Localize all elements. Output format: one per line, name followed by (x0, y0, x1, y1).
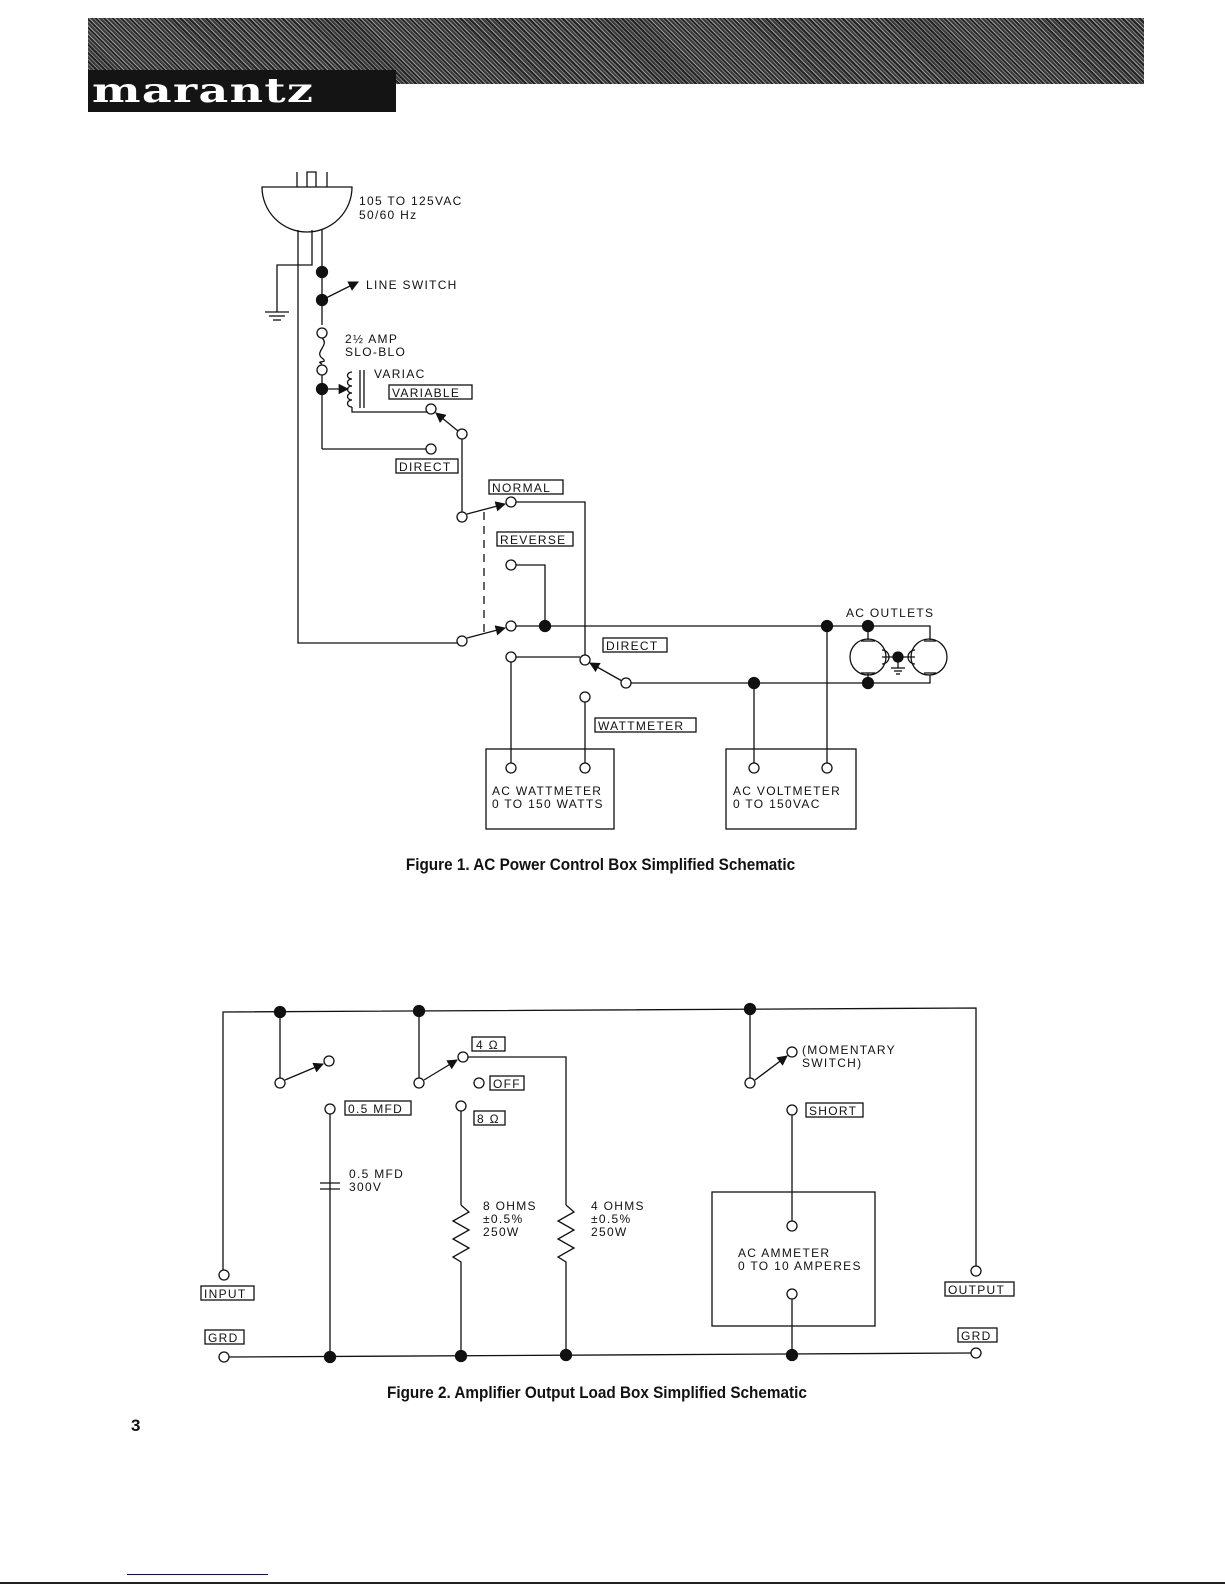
brand-logo: marantz (92, 71, 315, 111)
voltmeter-title: AC VOLTMETER (733, 784, 841, 798)
direct2-label: DIRECT (606, 639, 658, 653)
figure-2-caption: Figure 2. Amplifier Output Load Box Simp… (387, 1383, 807, 1402)
wattmeter-title: AC WATTMETER (492, 784, 602, 798)
input-terminal (218, 1269, 230, 1281)
supply-voltage-label: 105 TO 125VAC (359, 194, 463, 208)
mfd-switch-label: 0.5 MFD (348, 1102, 403, 1116)
wattmeter-box (485, 748, 615, 830)
figure-2-schematic (200, 1002, 1015, 1364)
input-label: INPUT (204, 1287, 247, 1301)
line-switch-arrow (325, 281, 359, 299)
direct-label: DIRECT (399, 460, 451, 474)
ground-wire (276, 230, 313, 312)
capacitor-value-label: 0.5 MFD (349, 1167, 404, 1181)
grd-left-label: GRD (208, 1331, 239, 1345)
fuse-terminal-top (316, 327, 328, 339)
line-switch-label: LINE SWITCH (366, 278, 458, 292)
r8-tolerance-label: ±0.5% (483, 1212, 523, 1226)
mfd-label-box (344, 1100, 412, 1116)
grd-left-label-box (204, 1329, 245, 1345)
r8-power-label: 250W (483, 1225, 520, 1239)
reverse-label: REVERSE (500, 533, 566, 547)
short-label-box (805, 1102, 864, 1118)
r8-value-label: 8 OHMS (483, 1199, 537, 1213)
resistor-8-ohm-icon (451, 1204, 471, 1357)
momentary-label-line1: (MOMENTARY (802, 1043, 896, 1057)
r4-value-label: 4 OHMS (591, 1199, 645, 1213)
off-label: OFF (493, 1077, 521, 1091)
figure-1-text: 105 TO 125VAC 50/60 Hz LINE SWITCH 2½ AM… (345, 194, 934, 874)
logo-box (88, 70, 396, 112)
neutral-wire (297, 230, 457, 644)
fuse-type-label: SLO-BLO (345, 345, 406, 359)
r4-power-label: 250W (591, 1225, 628, 1239)
wattmeter-range: 0 TO 150 WATTS (492, 797, 604, 811)
resistor-4-ohm-icon (556, 1204, 576, 1357)
input-label-box (200, 1285, 255, 1301)
wattmeter-label-box (594, 717, 697, 733)
direct-contact (425, 443, 437, 455)
short-label: SHORT (809, 1104, 857, 1118)
ammeter-box (711, 1191, 876, 1327)
grd-right-label: GRD (961, 1329, 992, 1343)
ac-plug-icon (261, 171, 353, 233)
grd-left-terminal (218, 1351, 230, 1363)
off-label-box (489, 1075, 525, 1091)
ohm4-label: 4 Ω (476, 1038, 499, 1052)
supply-frequency-label: 50/60 Hz (359, 208, 417, 222)
line-switch-node-top (315, 265, 329, 279)
r4-tolerance-label: ±0.5% (591, 1212, 631, 1226)
variable-contact (425, 403, 437, 415)
ammeter-title: AC AMMETER (738, 1246, 830, 1260)
voltmeter-box (725, 748, 857, 830)
voltmeter-range: 0 TO 150VAC (733, 797, 821, 811)
fuse-terminal-bottom (316, 364, 328, 376)
variac-label: VARIAC (374, 367, 426, 381)
variac-coil-icon (346, 370, 427, 413)
link-underline (127, 1574, 268, 1575)
page-bottom-border (0, 1582, 1225, 1584)
page-number: 3 (131, 1416, 141, 1435)
direct2-label-box (602, 637, 668, 653)
grd-right-terminal (970, 1347, 982, 1359)
variable-label: VARIABLE (392, 386, 460, 400)
ohm8-label-box (473, 1110, 506, 1126)
ac-outlet-icon (849, 619, 948, 690)
grd-right-label-box (957, 1327, 998, 1343)
fuse-icon (319, 337, 325, 365)
figure-1-caption: Figure 1. AC Power Control Box Simplifie… (406, 855, 795, 874)
figure-1-schematic (261, 171, 948, 830)
ac-outlets-label: AC OUTLETS (846, 606, 934, 620)
output-label: OUTPUT (948, 1283, 1005, 1297)
line-switch-node-bottom (315, 293, 329, 307)
normal-label: NORMAL (492, 481, 551, 495)
variac-selector-arrow (435, 412, 459, 432)
direct-label-box (395, 458, 459, 474)
ground-icon (265, 311, 289, 321)
momentary-label-line2: SWITCH) (802, 1056, 862, 1070)
normal-label-box (488, 479, 564, 495)
figure-2-text: 4 Ω OFF 8 Ω 0.5 MFD 0.5 MFD 300V 8 OHMS … (204, 1038, 1005, 1402)
output-terminal (970, 1265, 982, 1277)
ohm8-label: 8 Ω (477, 1112, 500, 1126)
fuse-rating-label: 2½ AMP (345, 332, 398, 346)
reverse-label-box (496, 531, 574, 547)
variable-label-box (388, 384, 473, 400)
wattmeter-switch-label: WATTMETER (598, 719, 684, 733)
output-label-box (944, 1281, 1015, 1297)
ammeter-range: 0 TO 10 AMPERES (738, 1259, 862, 1273)
capacitor-voltage-label: 300V (349, 1180, 382, 1194)
ohm4-label-box (471, 1036, 506, 1052)
